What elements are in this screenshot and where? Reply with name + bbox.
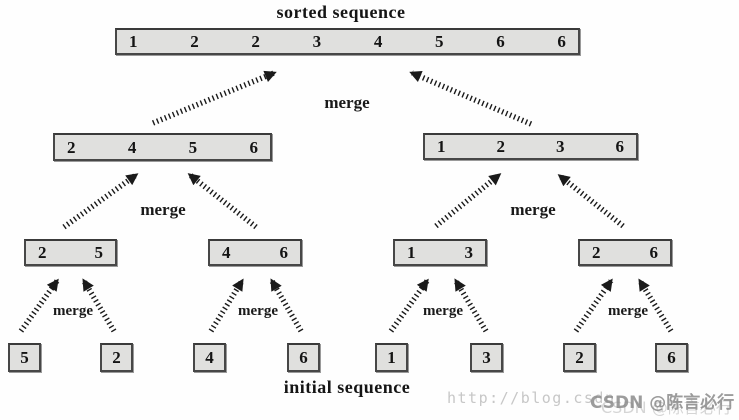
- merge-label-pair-1: merge: [53, 303, 93, 319]
- sequence-value: 4: [205, 348, 214, 367]
- merge-arrow: [187, 172, 258, 230]
- merge-arrow: [573, 278, 614, 333]
- merge-label-pair-2: merge: [238, 303, 278, 319]
- leaf-box-5: 1: [375, 343, 408, 372]
- sequence-value: 1: [129, 32, 138, 51]
- leaf-box-7: 2: [563, 343, 596, 372]
- sequence-value: 2: [38, 243, 47, 262]
- merge-label-pair-4: merge: [608, 303, 648, 319]
- merge-label-root: merge: [324, 93, 370, 112]
- sequence-value: 2: [496, 137, 506, 156]
- sequence-value: 5: [94, 243, 104, 262]
- watermark-url: http://blog.csdn: [447, 389, 616, 407]
- merge-label-run-left: merge: [140, 200, 186, 219]
- sequence-value: 5: [20, 348, 29, 367]
- sequence-value: 6: [496, 32, 505, 51]
- sequence-value: 6: [249, 137, 258, 157]
- merge-arrow: [453, 278, 489, 333]
- sequence-value: 6: [299, 348, 308, 367]
- sequence-value: 2: [575, 348, 584, 367]
- sequence-value: 3: [464, 243, 474, 262]
- title-sorted-sequence: sorted sequence: [276, 2, 406, 22]
- sequence-value: 2: [190, 32, 199, 51]
- merge-label-run-right: merge: [510, 200, 556, 219]
- leaf-box-3: 4: [193, 343, 226, 372]
- sequence-value: 4: [373, 32, 383, 51]
- sequence-value: 3: [556, 137, 565, 156]
- leaf-box-8: 6: [655, 343, 688, 372]
- merge-arrow: [388, 278, 430, 333]
- sequence-value: 6: [667, 348, 676, 367]
- run-box-right: 1 2 3 6: [423, 133, 638, 160]
- sequence-value: 2: [592, 243, 601, 262]
- merge-arrow: [151, 70, 277, 126]
- footer-initial-sequence: initial sequence: [283, 377, 411, 397]
- sequence-value: 5: [435, 32, 444, 51]
- merge-arrow: [208, 278, 245, 333]
- leaf-box-6: 3: [470, 343, 503, 372]
- sequence-value: 5: [188, 137, 198, 157]
- sequence-value: 6: [649, 243, 659, 262]
- merge-arrow: [62, 172, 139, 230]
- merge-arrow: [18, 278, 60, 333]
- sequence-value: 2: [67, 137, 76, 157]
- merge-arrow: [269, 278, 304, 333]
- sequence-value: 4: [222, 243, 231, 262]
- sequence-value: 2: [112, 348, 121, 367]
- sequence-value: 6: [557, 32, 566, 51]
- sequence-value: 3: [312, 32, 322, 51]
- sequence-value: 3: [482, 348, 491, 367]
- sequence-value: 2: [251, 32, 260, 51]
- watermark-handle: CSDN @陈言必行: [590, 393, 735, 413]
- merge-arrow: [409, 70, 533, 127]
- sequence-value: 1: [437, 137, 446, 156]
- sequence-value: 4: [127, 137, 137, 157]
- leaf-box-4: 6: [287, 343, 320, 372]
- leaf-box-1: 5: [8, 343, 41, 372]
- merge-arrow: [637, 278, 674, 333]
- sequence-value: 1: [407, 243, 416, 262]
- sorted-sequence-box: 1 2 2 3 4 5 6 6: [115, 28, 580, 55]
- merge-arrow: [557, 173, 625, 229]
- leaf-box-2: 2: [100, 343, 133, 372]
- sequence-value: 6: [279, 243, 289, 262]
- run-box-left: 2 4 5 6: [53, 133, 272, 161]
- sequence-value: 1: [387, 348, 396, 367]
- merge-arrow: [434, 172, 502, 229]
- sequence-value: 6: [615, 137, 625, 156]
- watermark-handle-ghost: CSDN @陈言必行: [601, 398, 732, 417]
- merge-arrow: [81, 278, 117, 333]
- merge-label-pair-3: merge: [423, 303, 463, 319]
